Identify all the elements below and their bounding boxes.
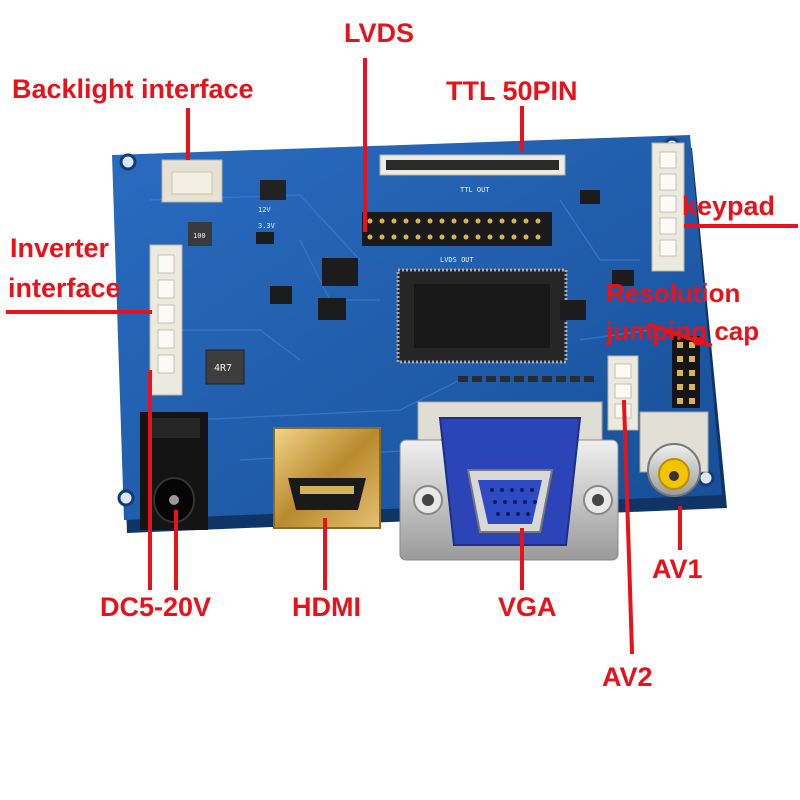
lvds-pins [367, 218, 541, 240]
label-resolution-line2: jumping cap [606, 316, 760, 346]
silk-ttl-out: TTL OUT [460, 186, 490, 194]
smd-resistor-row [458, 376, 594, 382]
regulator-chip [260, 180, 286, 200]
mount-hole [697, 469, 715, 487]
pointer-av2 [621, 399, 635, 655]
av2-pins [614, 363, 632, 419]
ic-chip [270, 286, 292, 304]
dc-jack-pin [169, 495, 179, 505]
ttl-connector-slot [386, 160, 559, 170]
regulator-chip [322, 258, 358, 286]
label-backlight-interface: Backlight interface [12, 74, 254, 104]
ic-chip [318, 298, 346, 320]
silk-100: 100 [193, 232, 206, 240]
label-resolution-line1: Resolution [606, 278, 741, 308]
ic-chip [256, 232, 274, 244]
mount-hole [119, 153, 137, 171]
silk-lvds-out: LVDS OUT [440, 256, 475, 264]
label-av1: AV1 [652, 554, 703, 584]
ic-chip [612, 270, 634, 286]
label-keypad: keypad [682, 191, 776, 221]
label-vga: VGA [498, 592, 557, 622]
label-lvds: LVDS [344, 18, 415, 48]
av1-rca-center [669, 471, 679, 481]
resolution-jumper-header [672, 336, 700, 408]
label-av2: AV2 [602, 662, 653, 692]
lvds-pin-header [362, 212, 552, 246]
dc-jack-top [148, 418, 200, 438]
label-inverter-line1: Inverter [10, 233, 110, 263]
mount-hole [117, 489, 135, 507]
silk-12v: 12V [258, 206, 271, 214]
inverter-pins [157, 254, 175, 374]
silk-4r7: 4R7 [214, 363, 232, 374]
ic-chip [580, 190, 600, 204]
jumper-pins [677, 342, 695, 404]
keypad-pins [659, 151, 677, 257]
vga-screw-right-hole [592, 494, 604, 506]
label-dc5-20v: DC5-20V [100, 592, 212, 622]
backlight-connector-socket [171, 171, 213, 195]
vga-pin-insert [478, 480, 542, 524]
label-ttl-50pin: TTL 50PIN [446, 76, 578, 106]
smd-inductor-100 [188, 222, 212, 246]
main-processor-die [414, 284, 550, 348]
silk-33v: 3.3V [258, 222, 276, 230]
pointer-lines [6, 58, 798, 655]
vga-screw-left-hole [422, 494, 434, 506]
vga-pin-holes [490, 488, 537, 516]
label-hdmi: HDMI [292, 592, 361, 622]
ic-chip [560, 300, 586, 320]
pointer-resolution [647, 322, 713, 348]
inductor-4r7 [205, 349, 245, 385]
label-inverter-line2: interface [8, 273, 121, 303]
hdmi-contacts [300, 486, 354, 494]
